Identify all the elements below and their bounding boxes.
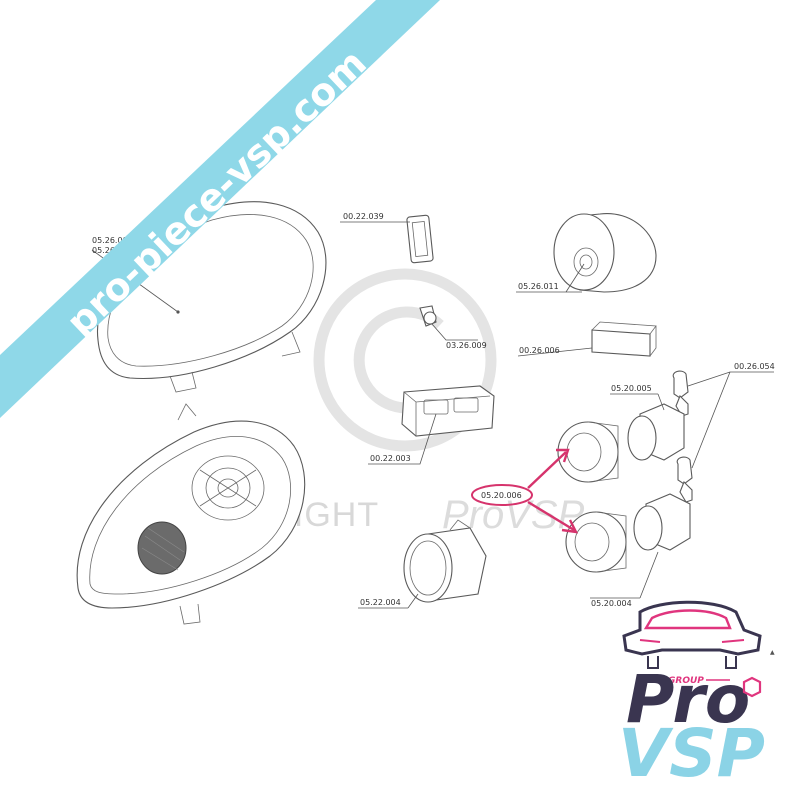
part-seal-strip: 00.26.006 bbox=[517, 321, 657, 357]
label-ring-seal: 05.20.006 bbox=[481, 491, 522, 500]
part-switch-rect: 00.22.039 bbox=[340, 212, 434, 264]
label-lens-2: 05.26.0 bbox=[92, 246, 123, 255]
provsp-logo: GROUP Pro VSP ▲ bbox=[618, 600, 775, 792]
label-switch: 00.22.039 bbox=[343, 212, 384, 221]
label-cap: 05.26.011 bbox=[518, 282, 559, 291]
logo-trademark-icon: ▲ bbox=[770, 649, 775, 656]
part-bulb-small: 03.26.009 bbox=[419, 305, 487, 350]
label-lens-1: 05.26.009 bbox=[92, 236, 133, 245]
label-cover-lower: 05.20.004 bbox=[591, 599, 632, 608]
part-cover-upper: 05.20.005 bbox=[610, 384, 685, 461]
part-cap-large: 05.26.011 bbox=[516, 213, 657, 293]
part-fog-lamp: 05.22.004 bbox=[358, 519, 487, 609]
label-elbow-connector: 00.26.054 bbox=[734, 362, 775, 371]
label-fog-lamp: 05.22.004 bbox=[360, 598, 401, 607]
part-elbow-connector: 00.26.054 bbox=[672, 362, 775, 503]
label-cover-upper: 05.20.005 bbox=[611, 384, 652, 393]
label-seal-strip: 00.26.006 bbox=[519, 346, 560, 355]
headlamp-housing bbox=[76, 403, 306, 625]
part-connector-block: 00.22.003 bbox=[368, 385, 495, 465]
logo-pro-text: Pro bbox=[626, 661, 750, 738]
logo-vsp-text: VSP bbox=[618, 715, 765, 792]
part-cover-lower: 05.20.004 bbox=[590, 493, 691, 608]
label-connector-block: 00.22.003 bbox=[370, 454, 411, 463]
part-ring-seal: 05.20.006 bbox=[471, 421, 627, 573]
logo-group-text: GROUP bbox=[668, 676, 704, 686]
label-bulb: 03.26.009 bbox=[446, 341, 487, 350]
